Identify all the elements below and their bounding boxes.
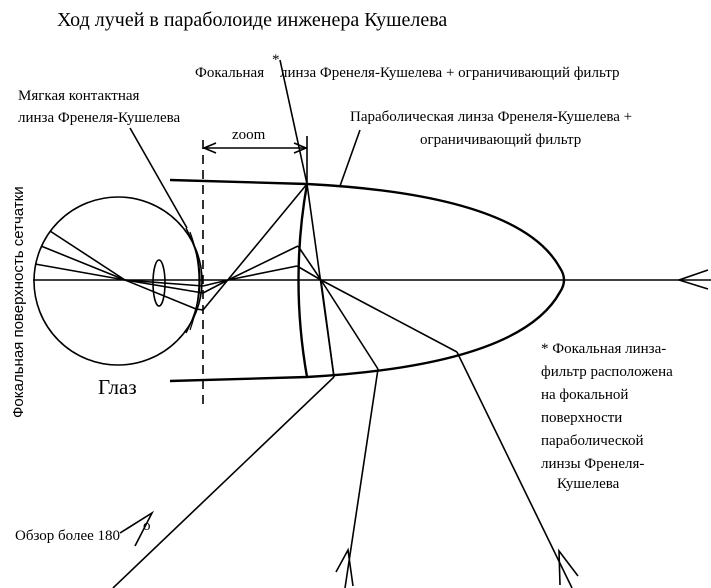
note-line: поверхности: [541, 410, 622, 426]
focal-lens-label-a: Фокальная: [195, 65, 264, 81]
eye-label: Глаз: [98, 375, 137, 399]
degree-mark: o: [143, 518, 151, 534]
focal-lens-star: *: [272, 52, 280, 68]
soft-lens-pointer: [129, 127, 188, 229]
ray-arrow-icons: [119, 510, 579, 587]
zoom-label: zoom: [232, 127, 266, 143]
note-line: параболической: [541, 433, 644, 449]
note-line: на фокальной: [541, 387, 628, 403]
parabolic-lens: [169, 178, 566, 383]
focal-fresnel-lens: [297, 183, 309, 378]
view-label: Обзор более 180: [15, 528, 120, 544]
parabolic-lens-pointer: [339, 129, 361, 187]
contact-lens-inner: [189, 231, 200, 331]
note-line: фильтр расположена: [541, 364, 673, 380]
soft-lens-label-1: Мягкая контактная: [18, 88, 140, 104]
focus-rays: [306, 183, 458, 378]
eye-rays: [34, 230, 204, 311]
eye-circle: [33, 196, 203, 366]
focal-lens-label-b: линза Френеля-Кушелева + ограничивающий …: [280, 65, 619, 81]
note-line: линзы Френеля-: [541, 456, 644, 472]
outgoing-rays: [112, 351, 573, 588]
retina-label: Фокальная поверхность сетчатки: [10, 186, 27, 418]
contact-lens: [185, 227, 201, 334]
zoom-rays: [202, 183, 322, 311]
note-line: * Фокальная линза-: [541, 341, 666, 357]
soft-lens-label-2: линза Френеля-Кушелева: [18, 110, 181, 126]
parabolic-lens-label-2: ограничивающий фильтр: [420, 132, 581, 148]
focal-lens-pointer: [279, 59, 308, 185]
title: Ход лучей в параболоиде инженера Кушелев…: [57, 9, 447, 31]
incoming-arrow-icon: [676, 269, 709, 290]
parabolic-lens-label-1: Параболическая линза Френеля-Кушелева +: [350, 109, 632, 125]
zoom-arrow-left-icon: [201, 142, 217, 154]
footnote: * Фокальная линза- фильтр расположена на…: [541, 341, 673, 492]
note-line: Кушелева: [557, 476, 620, 492]
